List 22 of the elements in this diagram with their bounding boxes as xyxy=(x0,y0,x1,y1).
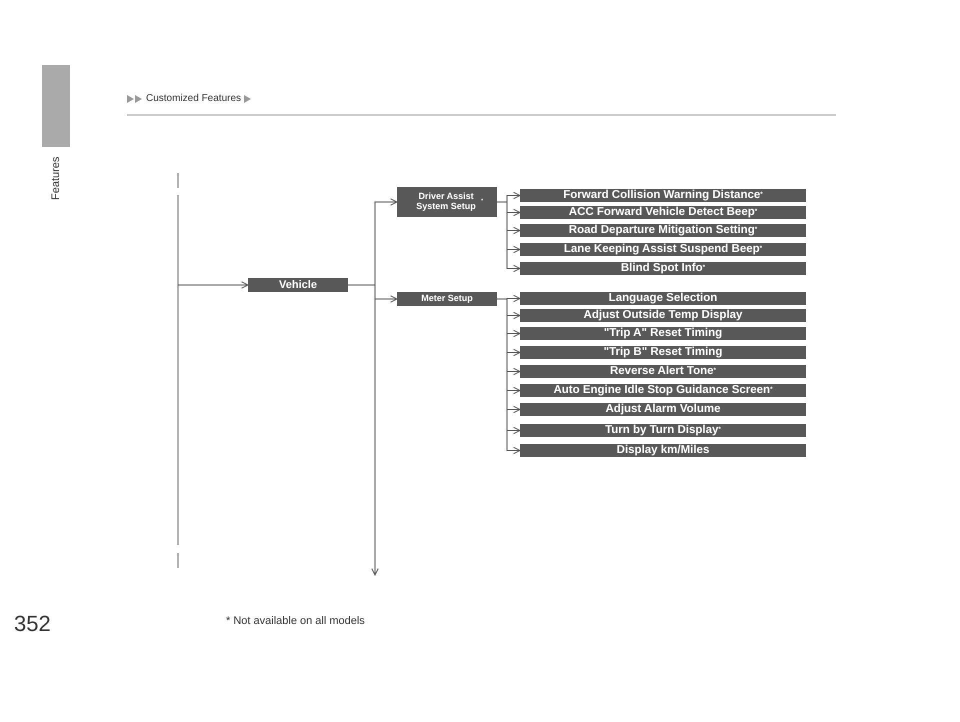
breadcrumb-text: Customized Features xyxy=(146,93,242,104)
submenu-box: Meter Setup xyxy=(397,292,497,306)
setting-box: Turn by Turn Display$^{*}$ xyxy=(520,424,806,437)
footnote: * Not available on all models xyxy=(226,615,365,627)
setting-box: Road Departure Mitigation Setting$^{*}$ xyxy=(520,224,806,237)
section-label: Features xyxy=(50,156,62,200)
setting-box: Language Selection xyxy=(520,292,806,305)
setting-box: Auto Engine Idle Stop Guidance Screen$^{*}$ xyxy=(520,384,806,397)
arrow xyxy=(178,281,248,289)
setting-box: Adjust Alarm Volume xyxy=(520,403,806,416)
setting-box: Forward Collision Warning Distance$^{*}$ xyxy=(520,189,806,202)
setting-box: Display km/Miles xyxy=(520,444,806,457)
setting-box: Lane Keeping Assist Suspend Beep$^{*}$ xyxy=(520,243,806,256)
setting-box: Reverse Alert Tone$^{*}$ xyxy=(520,365,806,378)
setting-box: ACC Forward Vehicle Detect Beep$^{*}$ xyxy=(520,206,806,219)
setting-box: Blind Spot Info$^{*}$ xyxy=(520,262,806,275)
setting-box: "Trip B" Reset Timing xyxy=(520,346,806,359)
menu-box: Vehicle xyxy=(248,278,348,292)
setting-box: "Trip A" Reset Timing xyxy=(520,327,806,340)
arrow xyxy=(348,284,379,576)
page-number: 352 xyxy=(14,611,51,637)
setting-box: Adjust Outside Temp Display xyxy=(520,309,806,322)
